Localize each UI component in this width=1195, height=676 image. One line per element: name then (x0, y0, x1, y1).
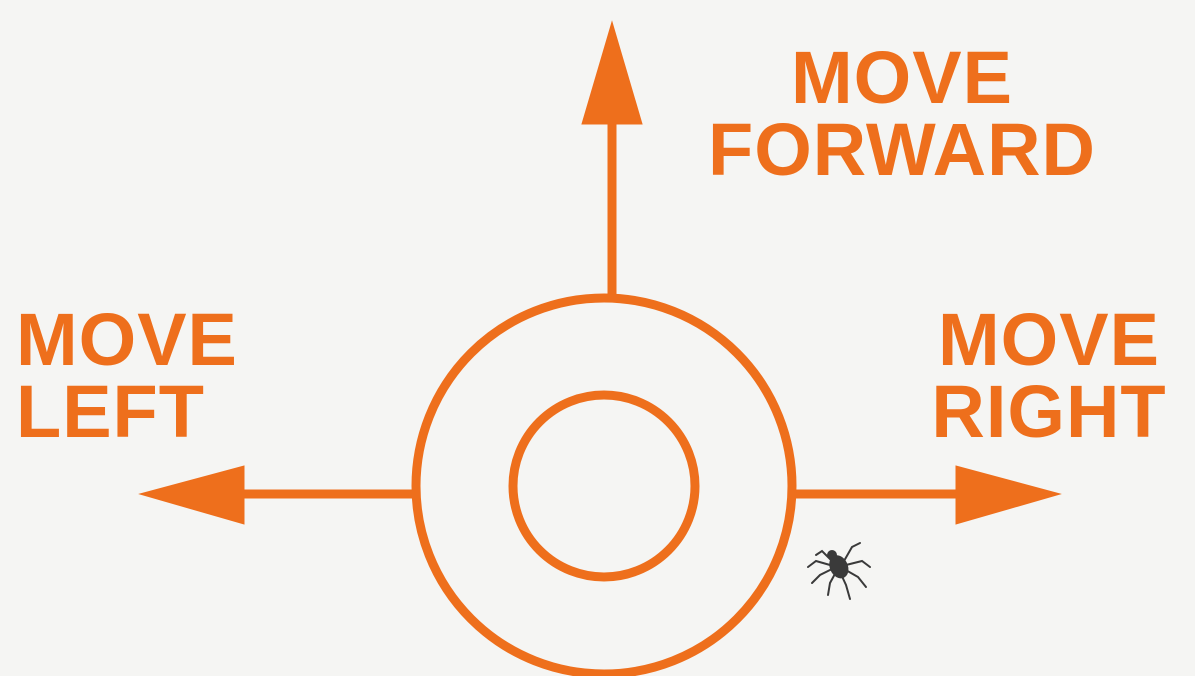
arrow-forward-head (582, 22, 642, 124)
outer-circle (416, 298, 792, 674)
move-left-label-line1: MOVE (16, 304, 238, 376)
move-forward-label-line2: FORWARD (686, 114, 1118, 186)
move-left-label: MOVE LEFT (16, 304, 238, 448)
concentric-circles-icon (416, 298, 792, 674)
inner-circle (513, 395, 695, 577)
move-right-label: MOVE RIGHT (918, 304, 1180, 448)
move-right-label-line2: RIGHT (918, 376, 1180, 448)
arrow-forward (582, 22, 642, 298)
spider-icon (808, 543, 870, 599)
move-forward-label: MOVE FORWARD (686, 42, 1118, 186)
move-right-label-line1: MOVE (918, 304, 1180, 376)
arrow-left-head (140, 466, 244, 524)
move-forward-label-line1: MOVE (686, 42, 1118, 114)
arrow-right-head (956, 466, 1060, 524)
arrow-left (140, 466, 414, 524)
move-left-label-line2: LEFT (16, 376, 238, 448)
arrow-right (792, 466, 1060, 524)
